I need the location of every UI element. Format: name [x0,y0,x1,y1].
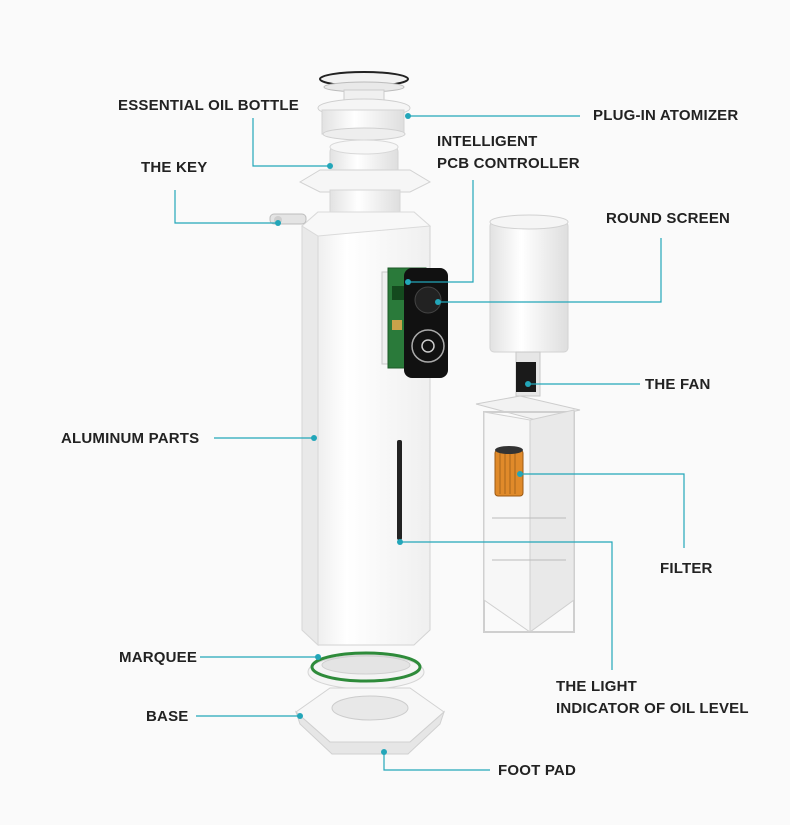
label-plug-in-atomizer: PLUG-IN ATOMIZER [593,107,739,124]
label-intelligent-pcb-line1: INTELLIGENT [437,133,538,150]
leader-dots [275,113,531,755]
label-foot-pad: FOOT PAD [498,762,576,779]
label-marquee: MARQUEE [119,649,198,666]
round-screen-panel [404,268,448,378]
atomizer-top-discs [317,71,411,141]
leader-foot-pad [383,752,490,771]
leader-the-key [174,190,278,224]
leader-oil-level [400,541,613,670]
leader-essential-oil-bottle [252,118,330,167]
label-filter: FILTER [660,560,713,577]
fan-frame [475,395,581,633]
label-the-fan: THE FAN [645,376,711,393]
marquee-ring [307,651,425,690]
label-essential-oil-bottle: ESSENTIAL OIL BOTTLE [118,97,299,114]
filter-cartridge [494,446,524,497]
top-plate [298,169,432,213]
leader-filter [520,473,685,548]
leader-round-screen [438,238,662,303]
label-the-light-line2: INDICATOR OF OIL LEVEL [556,700,749,717]
base-shape [294,687,446,755]
label-the-light-line1: THE LIGHT [556,678,637,695]
label-aluminum-parts: ALUMINUM PARTS [61,430,200,447]
label-the-key: THE KEY [141,159,208,176]
label-base: BASE [146,708,189,725]
fan-cylinder [489,214,569,397]
leader-intelligent-pcb [408,180,474,283]
label-intelligent-pcb-line2: PCB CONTROLLER [437,155,580,172]
label-round-screen: ROUND SCREEN [606,210,731,227]
leader-lines [174,115,685,771]
